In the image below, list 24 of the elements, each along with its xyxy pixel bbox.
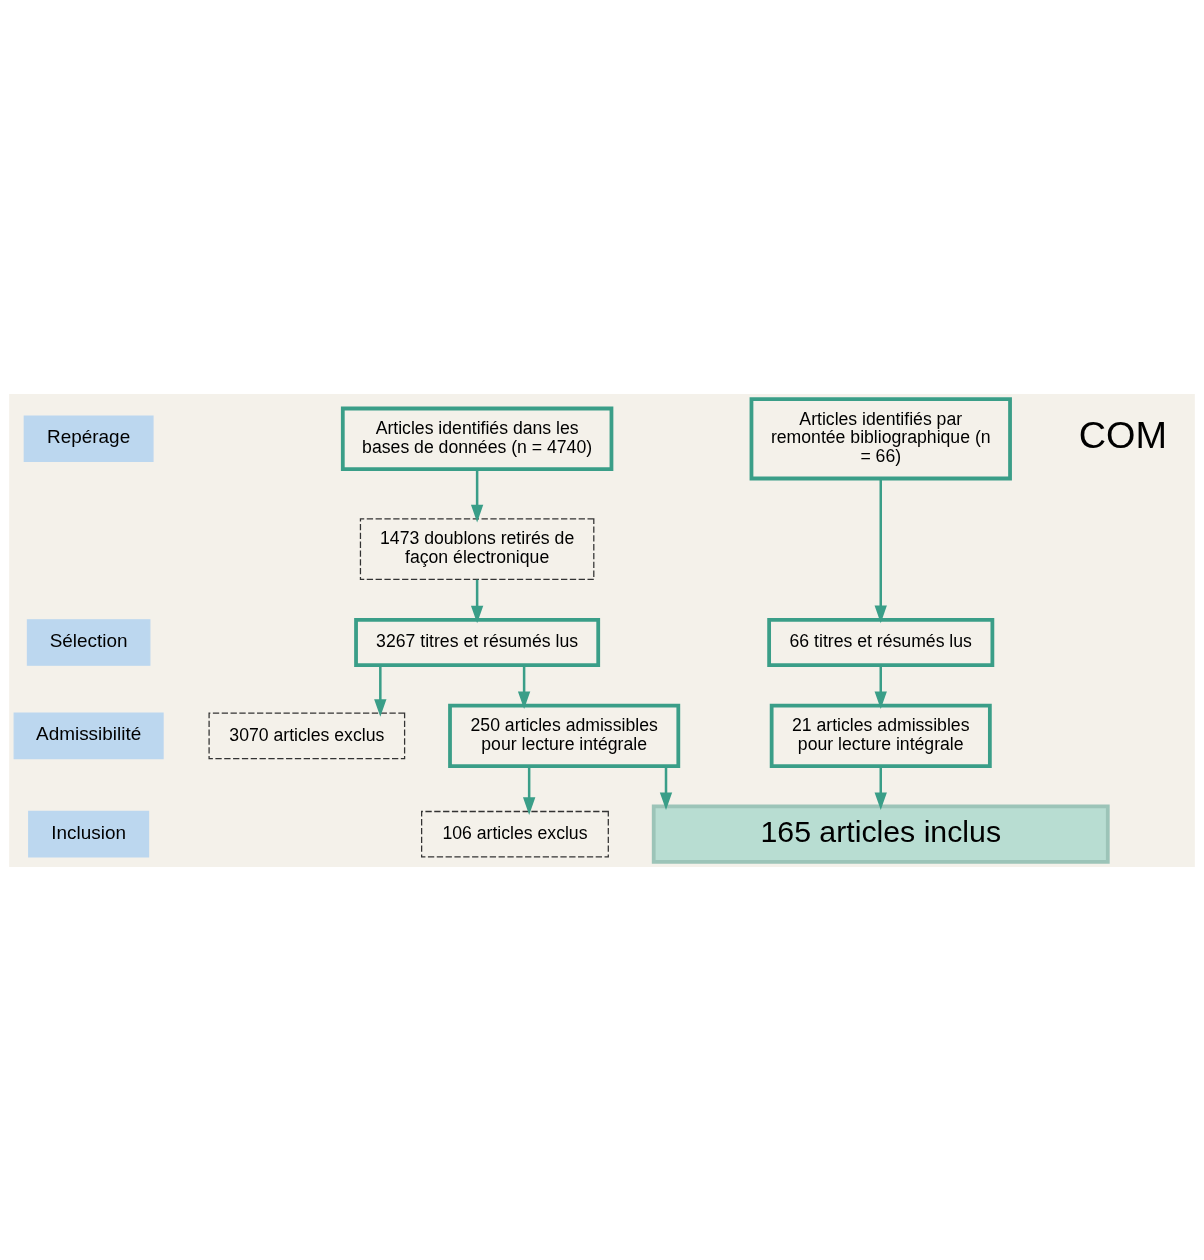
node-box: 66 titres et résumés lus (767, 617, 995, 667)
node-box: Sélection (26, 618, 151, 666)
node-box: 3070 articles exclus (208, 712, 406, 759)
node-box: 3267 titres et résumés lus (354, 617, 601, 667)
arrow (659, 765, 673, 810)
node-box: Admissibilité (13, 712, 164, 759)
node-box: Inclusion (28, 810, 150, 858)
arrow (374, 665, 387, 717)
node-box: 1473 doublons retirés de façon électronique (359, 517, 595, 580)
node-box: 165 articles inclus (651, 804, 1110, 864)
node-box: Articles identifiés dans les bases de données (n = 4740) (340, 406, 614, 471)
arrow (874, 665, 887, 709)
arrow (470, 579, 484, 623)
arrow (874, 765, 887, 810)
node-box: Repérage (23, 414, 154, 462)
node-box: 21 articles admissibles pour lecture intégrale (769, 703, 992, 768)
node-box: 250 articles admissibles pour lecture intégrale (448, 703, 681, 768)
node-box: Articles identifiés par remontée bibliographique (n = 66) (749, 396, 1012, 480)
arrow (522, 765, 536, 815)
arrow (517, 665, 531, 709)
arrow (874, 478, 887, 623)
node-box: 106 articles exclus (421, 810, 609, 858)
label: COM (1078, 413, 1168, 456)
arrow (470, 469, 484, 522)
